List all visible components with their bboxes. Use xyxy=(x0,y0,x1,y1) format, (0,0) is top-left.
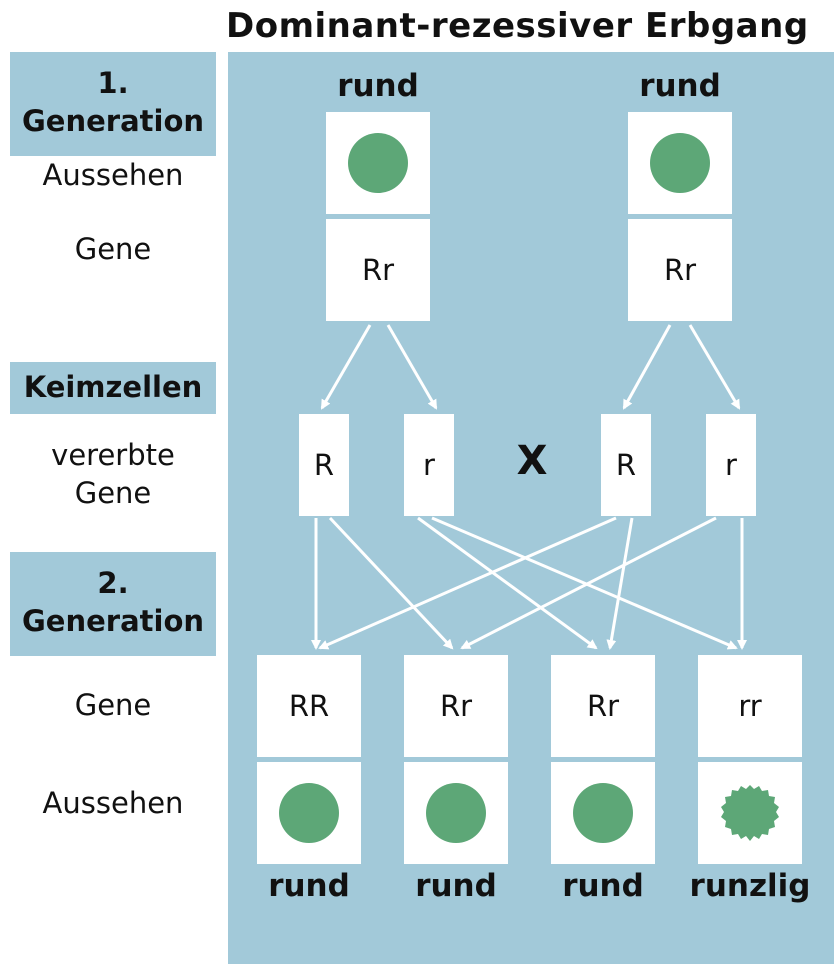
round-seed-icon xyxy=(279,783,339,843)
arrow-p1-to-g1 xyxy=(320,324,372,410)
diagram-title: Dominant-rezessiver Erbgang xyxy=(226,6,809,46)
parent-2-phenotype: rund xyxy=(639,68,721,104)
arrow-g3-to-o3 xyxy=(606,517,634,650)
offspring-1-genotype: RR xyxy=(257,655,361,757)
label-generation-2: 2. Generation xyxy=(10,552,216,656)
parent-2-genotype: Rr xyxy=(628,219,732,321)
label-gene-1: Gene xyxy=(74,232,152,266)
arrow-g3-to-o1 xyxy=(318,516,617,650)
offspring-4-appearance xyxy=(698,762,802,864)
offspring-3-phenotype: rund xyxy=(562,868,644,904)
offspring-2-appearance xyxy=(404,762,508,864)
parent-1-genotype: Rr xyxy=(326,219,430,321)
gamete-4: r xyxy=(706,414,756,516)
offspring-4-phenotype: runzlig xyxy=(689,868,811,904)
label-aussehen-2: Aussehen xyxy=(42,786,184,820)
arrow-g1-to-o2 xyxy=(328,516,454,650)
label-vererbte-gene: vererbte Gene xyxy=(51,438,175,510)
arrow-p2-to-g4 xyxy=(688,324,741,410)
offspring-4-genotype: rr xyxy=(698,655,802,757)
gamete-1: R xyxy=(299,414,349,516)
offspring-3-genotype: Rr xyxy=(551,655,655,757)
label-aussehen-1: Aussehen xyxy=(42,158,184,192)
arrow-g4-to-o2 xyxy=(460,516,717,650)
arrow-g2-to-o3 xyxy=(417,516,598,650)
offspring-2-phenotype: rund xyxy=(415,868,497,904)
label-keimzellen: Keimzellen xyxy=(10,362,216,414)
offspring-3-appearance xyxy=(551,762,655,864)
label-gene-2: Gene xyxy=(74,688,152,722)
parent-1-phenotype: rund xyxy=(337,68,419,104)
round-seed-icon xyxy=(348,133,408,193)
offspring-1-appearance xyxy=(257,762,361,864)
wrinkled-seed-icon xyxy=(721,785,779,841)
arrow-p2-to-g3 xyxy=(622,324,672,410)
parent-2-appearance xyxy=(628,112,732,214)
round-seed-icon xyxy=(426,783,486,843)
offspring-1-phenotype: rund xyxy=(268,868,350,904)
arrow-p1-to-g2 xyxy=(386,324,438,410)
offspring-2-genotype: Rr xyxy=(404,655,508,757)
label-generation-1: 1. Generation xyxy=(10,52,216,156)
gamete-3: R xyxy=(601,414,651,516)
cross-symbol: X xyxy=(516,438,548,484)
round-seed-icon xyxy=(650,133,710,193)
parent-1-appearance xyxy=(326,112,430,214)
round-seed-icon xyxy=(573,783,633,843)
arrow-g2-to-o4 xyxy=(431,516,738,650)
gamete-2: r xyxy=(404,414,454,516)
